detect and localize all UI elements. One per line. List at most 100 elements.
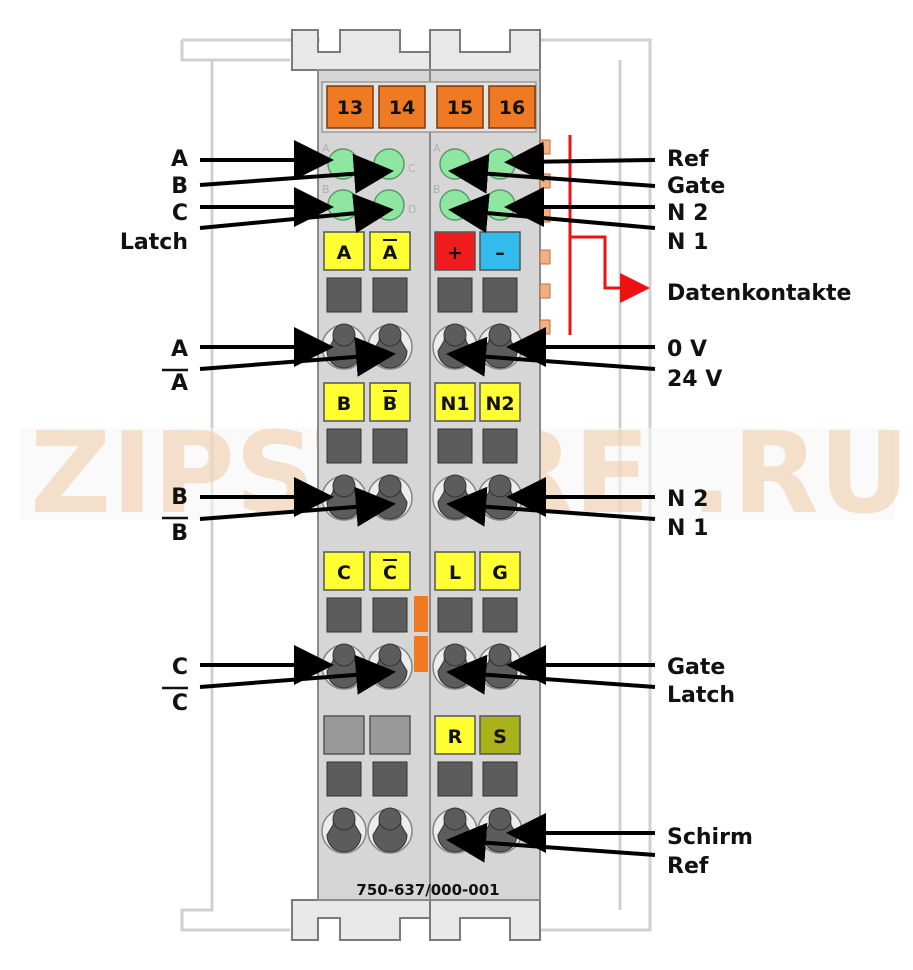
release-block bbox=[326, 277, 362, 313]
terminal-tag-R: R bbox=[434, 715, 476, 755]
terminal-tag-G: G bbox=[479, 551, 521, 591]
label-row1-0v: 0 V bbox=[667, 337, 707, 362]
arrow-row3-latch bbox=[446, 654, 656, 695]
release-block bbox=[372, 761, 408, 797]
terminal-tag-text-B: B bbox=[337, 393, 351, 415]
terminal-tag-blank1 bbox=[323, 715, 365, 755]
label-row2-bbar: B bbox=[171, 521, 188, 546]
tag-13: 13 bbox=[337, 97, 363, 119]
terminal-tag-text-A: A bbox=[337, 242, 352, 264]
wire-clamp bbox=[321, 474, 367, 521]
terminal-tag-text-N2: N2 bbox=[485, 393, 514, 415]
svg-text:A: A bbox=[433, 142, 441, 155]
label-led-n1: N 1 bbox=[667, 230, 708, 255]
terminal-tag-text-Abar: A bbox=[383, 242, 398, 264]
release-block bbox=[372, 277, 408, 313]
terminal-tag-Bbar: B bbox=[369, 382, 411, 422]
terminal-tag-text-S: S bbox=[493, 726, 507, 748]
wire-clamp bbox=[432, 643, 478, 690]
svg-text:B: B bbox=[433, 183, 441, 196]
data-contacts bbox=[539, 139, 551, 335]
label-row3-cbar: C bbox=[172, 691, 188, 716]
label-led-a: A bbox=[171, 147, 188, 172]
label-row2-n2: N 2 bbox=[667, 487, 708, 512]
terminal-tag-text-plus: + bbox=[447, 242, 463, 264]
release-block bbox=[326, 761, 362, 797]
terminal-tag-N2: N2 bbox=[479, 382, 521, 422]
wire-clamp bbox=[477, 643, 523, 690]
terminal-tag-minus: – bbox=[479, 231, 521, 271]
signal-arrows bbox=[199, 140, 656, 863]
label-led-c: C bbox=[172, 201, 188, 226]
terminal-tag-text-Cbar: C bbox=[383, 562, 397, 584]
release-block bbox=[482, 597, 518, 633]
terminal-tag-plus: + bbox=[434, 231, 476, 271]
release-block bbox=[326, 428, 362, 464]
label-led-b: B bbox=[171, 174, 188, 199]
terminal-tag-N1: N1 bbox=[434, 382, 476, 422]
arrow-row4-ref bbox=[446, 822, 656, 863]
tag-16: 16 bbox=[499, 97, 525, 119]
label-row3-gate: Gate bbox=[667, 655, 725, 680]
label-row4-schirm: Schirm bbox=[667, 825, 753, 850]
wire-clamp bbox=[432, 474, 478, 521]
wire-clamp bbox=[367, 643, 413, 690]
arrow-led-latch bbox=[199, 193, 394, 234]
label-row3-latch: Latch bbox=[667, 683, 735, 708]
release-block bbox=[326, 597, 362, 633]
release-block bbox=[437, 277, 473, 313]
wire-clamp bbox=[321, 643, 367, 690]
label-row1-24v: 24 V bbox=[667, 367, 722, 392]
terminal-tag-blank2 bbox=[369, 715, 411, 755]
terminal-tag-text-L: L bbox=[449, 562, 461, 584]
terminal-tag-text-minus: – bbox=[495, 242, 505, 264]
terminal-tag-text-C: C bbox=[337, 562, 351, 584]
release-block bbox=[437, 428, 473, 464]
terminal-tag-text-R: R bbox=[448, 726, 463, 748]
tag-14: 14 bbox=[389, 97, 415, 119]
power-jumper-contact bbox=[414, 596, 428, 672]
watermark-right: .RU bbox=[690, 409, 910, 539]
part-number: 750-637/000-001 bbox=[356, 881, 499, 899]
release-block bbox=[482, 761, 518, 797]
wire-clamp bbox=[477, 474, 523, 521]
release-block bbox=[482, 277, 518, 313]
terminal-tag-L: L bbox=[434, 551, 476, 591]
label-led-ref: Ref bbox=[667, 147, 709, 172]
label-row4-ref: Ref bbox=[667, 854, 709, 879]
terminal-tag-C: C bbox=[323, 551, 365, 591]
wire-clamp bbox=[321, 323, 367, 370]
arrow-row3-cbar bbox=[199, 654, 396, 695]
wire-clamp bbox=[432, 807, 478, 854]
terminal-tag-text-Bbar: B bbox=[383, 393, 397, 415]
svg-text:D: D bbox=[408, 203, 416, 216]
arrow-row2-n1 bbox=[446, 486, 656, 527]
wire-clamp bbox=[432, 323, 478, 370]
tag-15: 15 bbox=[447, 97, 473, 119]
top-tag-bar: 13 14 15 16 bbox=[321, 81, 537, 133]
label-row1-a: A bbox=[171, 337, 188, 362]
wire-clamp bbox=[321, 807, 367, 854]
arrow-row1-24v bbox=[446, 336, 656, 377]
label-row2-n1: N 1 bbox=[667, 516, 708, 541]
terminal-tag-A: A bbox=[323, 231, 365, 271]
label-led-gate: Gate bbox=[667, 174, 725, 199]
terminal-tag-text-N1: N1 bbox=[440, 393, 469, 415]
arrow-led-b bbox=[199, 153, 394, 194]
release-block bbox=[372, 428, 408, 464]
terminal-tag-S: S bbox=[479, 715, 521, 755]
label-row3-c: C bbox=[172, 655, 188, 680]
svg-text:B: B bbox=[322, 183, 330, 196]
wire-clamp bbox=[367, 807, 413, 854]
arrow-led-gate bbox=[448, 153, 656, 194]
signal-labels: A B C Latch Ref Gate N 2 N 1 A A 0 V 24 … bbox=[120, 147, 753, 879]
terminal-tag-Abar: A bbox=[369, 231, 411, 271]
datenkontakte-indicator: Datenkontakte bbox=[568, 135, 851, 335]
label-led-latch: Latch bbox=[120, 230, 188, 255]
label-row2-b: B bbox=[171, 485, 188, 510]
svg-text:C: C bbox=[408, 162, 416, 175]
terminal-tag-text-G: G bbox=[492, 562, 508, 584]
svg-text:A: A bbox=[322, 142, 330, 155]
wire-clamp bbox=[477, 323, 523, 370]
terminal-tag-Cbar: C bbox=[369, 551, 411, 591]
